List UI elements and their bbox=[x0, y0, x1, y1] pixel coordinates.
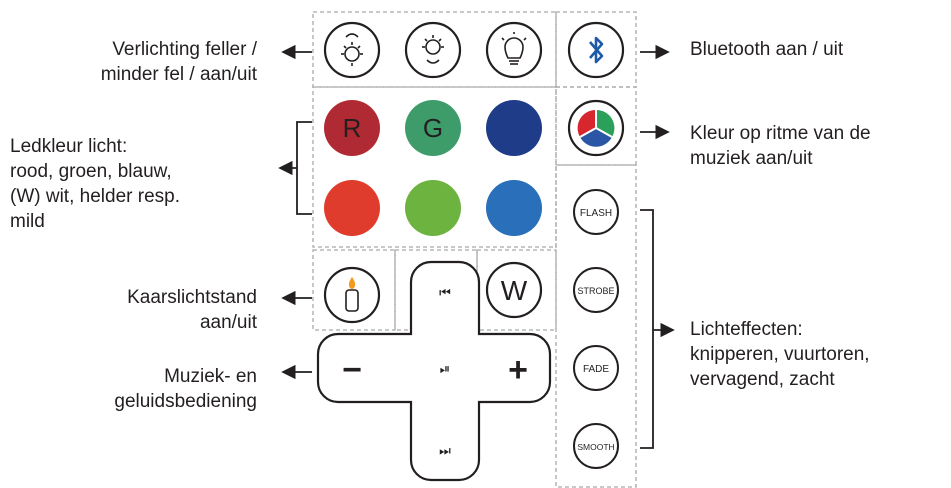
volume-up-button[interactable]: + bbox=[508, 351, 528, 389]
blue-dark-button[interactable] bbox=[486, 100, 542, 156]
label-led-color: Ledkleur licht: rood, groen, blauw, (W) … bbox=[10, 136, 180, 232]
brightness-down-icon bbox=[422, 35, 444, 64]
music-rhythm-button[interactable] bbox=[567, 99, 625, 157]
arrows bbox=[278, 44, 675, 449]
green-button[interactable] bbox=[405, 180, 461, 236]
label-effects: Lichteffecten: knipperen, vuurtoren, ver… bbox=[690, 319, 870, 390]
blue-button[interactable] bbox=[486, 180, 542, 236]
volume-down-button[interactable]: − bbox=[342, 351, 362, 389]
candle-icon bbox=[345, 277, 359, 312]
brightness-down-button[interactable] bbox=[404, 21, 462, 79]
flash-label: FLASH bbox=[580, 208, 612, 219]
flash-button[interactable]: FLASH bbox=[573, 189, 619, 235]
rgb-rhythm-icon bbox=[577, 109, 615, 147]
strobe-label: STROBE bbox=[577, 286, 614, 296]
music-control-pad[interactable] bbox=[316, 260, 552, 482]
fade-label: FADE bbox=[583, 364, 609, 375]
previous-track-icon[interactable]: ⏮ bbox=[439, 286, 451, 301]
bluetooth-icon bbox=[589, 36, 604, 64]
red-dark-button[interactable]: R bbox=[324, 100, 380, 156]
label-brightness: Verlichting feller / minder fel / aan/ui… bbox=[100, 39, 257, 85]
light-bulb-icon bbox=[501, 32, 527, 65]
fade-button[interactable]: FADE bbox=[573, 345, 619, 391]
label-music: Muziek- en geluidsbediening bbox=[114, 366, 257, 412]
next-track-icon[interactable]: ⏭ bbox=[439, 444, 451, 459]
brightness-up-icon bbox=[341, 33, 363, 66]
red-label: R bbox=[343, 113, 362, 143]
light-toggle-button[interactable] bbox=[485, 21, 543, 79]
green-label: G bbox=[423, 113, 443, 143]
brightness-up-button[interactable] bbox=[323, 21, 381, 79]
candle-button[interactable] bbox=[323, 266, 381, 324]
label-rhythm: Kleur op ritme van de muziek aan/uit bbox=[690, 123, 871, 169]
smooth-button[interactable]: SMOOTH bbox=[573, 423, 619, 469]
green-dark-button[interactable]: G bbox=[405, 100, 461, 156]
group-boxes bbox=[312, 11, 637, 488]
red-button[interactable] bbox=[324, 180, 380, 236]
smooth-label: SMOOTH bbox=[577, 442, 614, 452]
white-label: W bbox=[501, 275, 528, 306]
strobe-button[interactable]: STROBE bbox=[573, 267, 619, 313]
white-button[interactable]: W bbox=[485, 261, 543, 319]
label-candle: Kaarslichtstand aan/uit bbox=[127, 287, 257, 333]
label-bluetooth: Bluetooth aan / uit bbox=[690, 39, 844, 60]
play-pause-icon[interactable]: ⏯ bbox=[440, 362, 450, 377]
bluetooth-button[interactable] bbox=[567, 21, 625, 79]
